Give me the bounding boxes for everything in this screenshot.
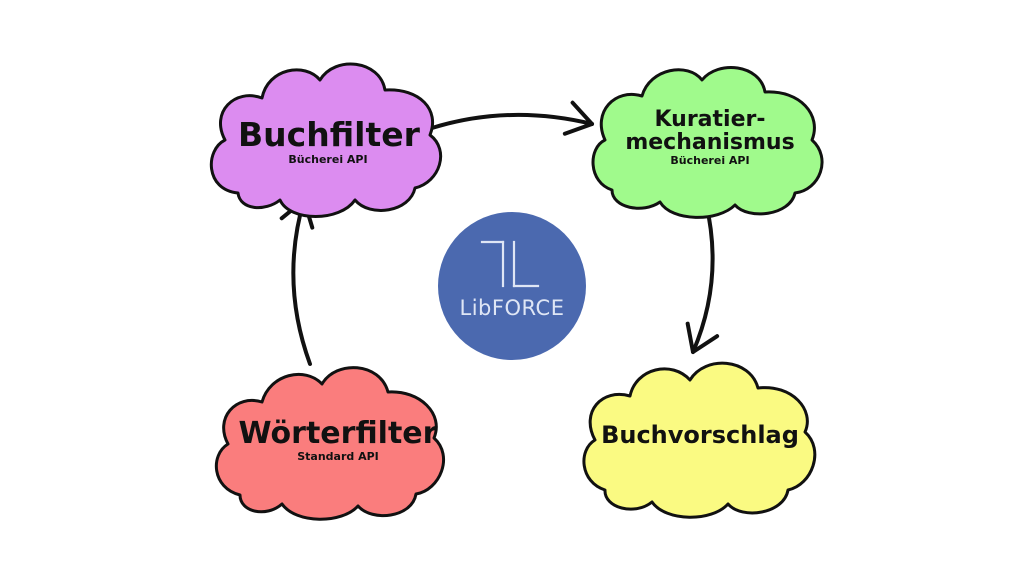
node-kuratier: Kuratier- mechanismus Bücherei API — [612, 108, 808, 167]
edge-line — [291, 198, 312, 366]
cloud-buchvorschlag — [582, 361, 817, 519]
edge-line — [691, 201, 715, 354]
node-title: Kuratier- mechanismus — [625, 107, 795, 156]
node-subtitle: Bücherei API — [670, 154, 750, 168]
edge-woerterfilter-to-buchfilter — [279, 198, 315, 366]
libforce-logo-text: LibFORCE — [459, 296, 565, 320]
node-title: Buchfilter — [238, 115, 420, 154]
libforce-logo-mark-icon — [480, 240, 540, 288]
node-subtitle: Standard API — [297, 449, 379, 463]
arrowhead-icon — [562, 100, 594, 136]
node-buchfilter: Buchfilter Bücherei API — [238, 115, 420, 166]
cloud-buchfilter — [209, 62, 443, 218]
cloud-kuratier — [591, 66, 824, 219]
edge-line — [430, 112, 594, 130]
node-title: Wörterfilter — [238, 416, 438, 451]
arrowhead-icon — [685, 321, 720, 354]
edge-kuratier-to-buchvorschlag — [685, 201, 720, 354]
node-title: Buchvorschlag — [601, 421, 799, 449]
libforce-logo-circle — [438, 212, 586, 360]
edge-buchfilter-to-kuratier — [430, 100, 594, 136]
node-woerterfilter: Wörterfilter Standard API — [232, 418, 444, 463]
node-subtitle: Bücherei API — [288, 152, 368, 166]
cloud-woerterfilter — [214, 366, 445, 521]
node-buchvorschlag: Buchvorschlag — [595, 421, 805, 449]
